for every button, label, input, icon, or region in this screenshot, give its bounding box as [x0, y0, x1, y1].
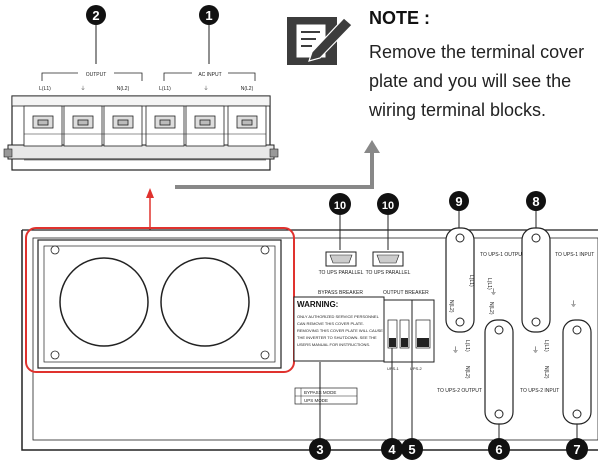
warning-title: WARNING: [297, 300, 338, 309]
callout-8: 8 [526, 191, 546, 228]
terminal-cover-plate [37, 239, 282, 369]
terminal-label: N(L2) [117, 86, 130, 92]
output-breaker [411, 299, 435, 363]
callout-6-label: 6 [495, 442, 502, 457]
ground-icon: ⏚ [452, 346, 459, 354]
warning-line: ONLY AUTHORIZED SERVICE PERSONNEL [297, 314, 380, 319]
parallel-port-2-label: TO UPS PARALLEL [366, 270, 411, 276]
warning-line: USERS MANUAL FOR INSTRUCTIONS. [297, 342, 370, 347]
callout-4-label: 4 [388, 442, 396, 457]
ground-icon: ⏚ [490, 288, 497, 296]
ac-input-group-label: AC INPUT [198, 72, 221, 78]
callout-2: 2 [86, 5, 106, 64]
ups1-output-terminal: L(L1) N(L2) [445, 227, 475, 333]
gray-arrowhead-icon [364, 140, 380, 153]
parallel-port-1 [325, 251, 357, 267]
warning-line: CAN REMOVE THIS COVER PLATE. [297, 321, 364, 326]
mode-labels: BYPASS MODE UPS MODE [294, 387, 358, 405]
callout-10-left: 10 [329, 193, 351, 250]
n-label: N(L2) [464, 366, 470, 379]
ups2-output-terminal [484, 319, 514, 425]
callout-5-label: 5 [408, 442, 415, 457]
terminal-label: N(L2) [241, 86, 254, 92]
parallel-port-2 [372, 251, 404, 267]
callout-10-right: 10 [377, 193, 399, 250]
ups-mode-label: UPS MODE [304, 398, 328, 403]
callout-1-label: 1 [205, 8, 212, 23]
output-group-label: OUTPUT [86, 72, 107, 78]
terminal-label: L(L1) [159, 86, 171, 92]
to-ups2-input-label: TO UPS-2 INPUT [520, 388, 559, 394]
l-label: L(L1) [464, 340, 470, 352]
bypass-breaker [383, 299, 413, 363]
rear-panel: 10 10 TO UPS PARALLEL TO UPS PARALLEL BY… [21, 191, 598, 460]
red-arrowhead-icon [146, 188, 154, 198]
output-breaker-label: OUTPUT BREAKER [383, 290, 429, 296]
ups2-breaker-label: UPS-2 [410, 366, 423, 371]
callout-3-label: 3 [316, 442, 323, 457]
callout-8-label: 8 [532, 194, 539, 209]
ups2-input-terminal [562, 319, 592, 425]
callout-7: 7 [566, 424, 588, 460]
ups1-breaker-label: UPS-1 [387, 366, 400, 371]
gray-arrow [175, 150, 374, 189]
n-label: N(L2) [448, 300, 454, 313]
terminal-label: L(L1) [39, 86, 51, 92]
callout-6: 6 [488, 424, 510, 460]
to-ups1-output-label: TO UPS-1 OUTPUT [480, 252, 525, 258]
callout-7-label: 7 [573, 442, 580, 457]
terminal-label: ⏚ [203, 85, 208, 92]
l-label: L(L1) [543, 340, 549, 352]
terminal-block: 2 1 OUTPUT AC INPUT L(L1) ⏚ N(L2) L(L1) … [3, 5, 279, 171]
callout-5: 5 [401, 348, 423, 460]
n-label: N(L2) [543, 366, 549, 379]
parallel-port-1-label: TO UPS PARALLEL [319, 270, 364, 276]
note-title: NOTE : [369, 8, 430, 28]
to-ups1-input-label: TO UPS-1 INPUT [555, 252, 594, 258]
callout-9: 9 [449, 191, 469, 228]
callout-9-label: 9 [455, 194, 462, 209]
note-pencil-icon [287, 17, 353, 65]
warning-line: REMOVING THIS COVER PLATE WILL CAUSE [297, 328, 383, 333]
ground-icon: ⏚ [570, 300, 577, 308]
note-body: Remove the terminal cover plate and you … [369, 42, 585, 120]
ground-icon: ⏚ [532, 346, 539, 354]
n-label: N(L2) [488, 302, 494, 315]
terminal-label: ⏚ [80, 85, 85, 92]
callout-2-label: 2 [92, 8, 99, 23]
bypass-breaker-label: BYPASS BREAKER [318, 290, 363, 296]
callout-10-label: 10 [334, 200, 346, 212]
callout-1: 1 [199, 5, 219, 64]
warning-label [293, 296, 385, 362]
callout-4: 4 [381, 348, 403, 460]
l-label: L(L1) [468, 275, 474, 287]
callout-10-label: 10 [382, 200, 394, 212]
ups1-input-terminal [521, 227, 551, 333]
to-ups2-output-label: TO UPS-2 OUTPUT [437, 388, 482, 394]
callout-3: 3 [309, 362, 331, 460]
l-label: L(L1) [486, 278, 492, 290]
warning-line: THE INVERTER TO SHUTDOWN. SEE THE [297, 335, 377, 340]
